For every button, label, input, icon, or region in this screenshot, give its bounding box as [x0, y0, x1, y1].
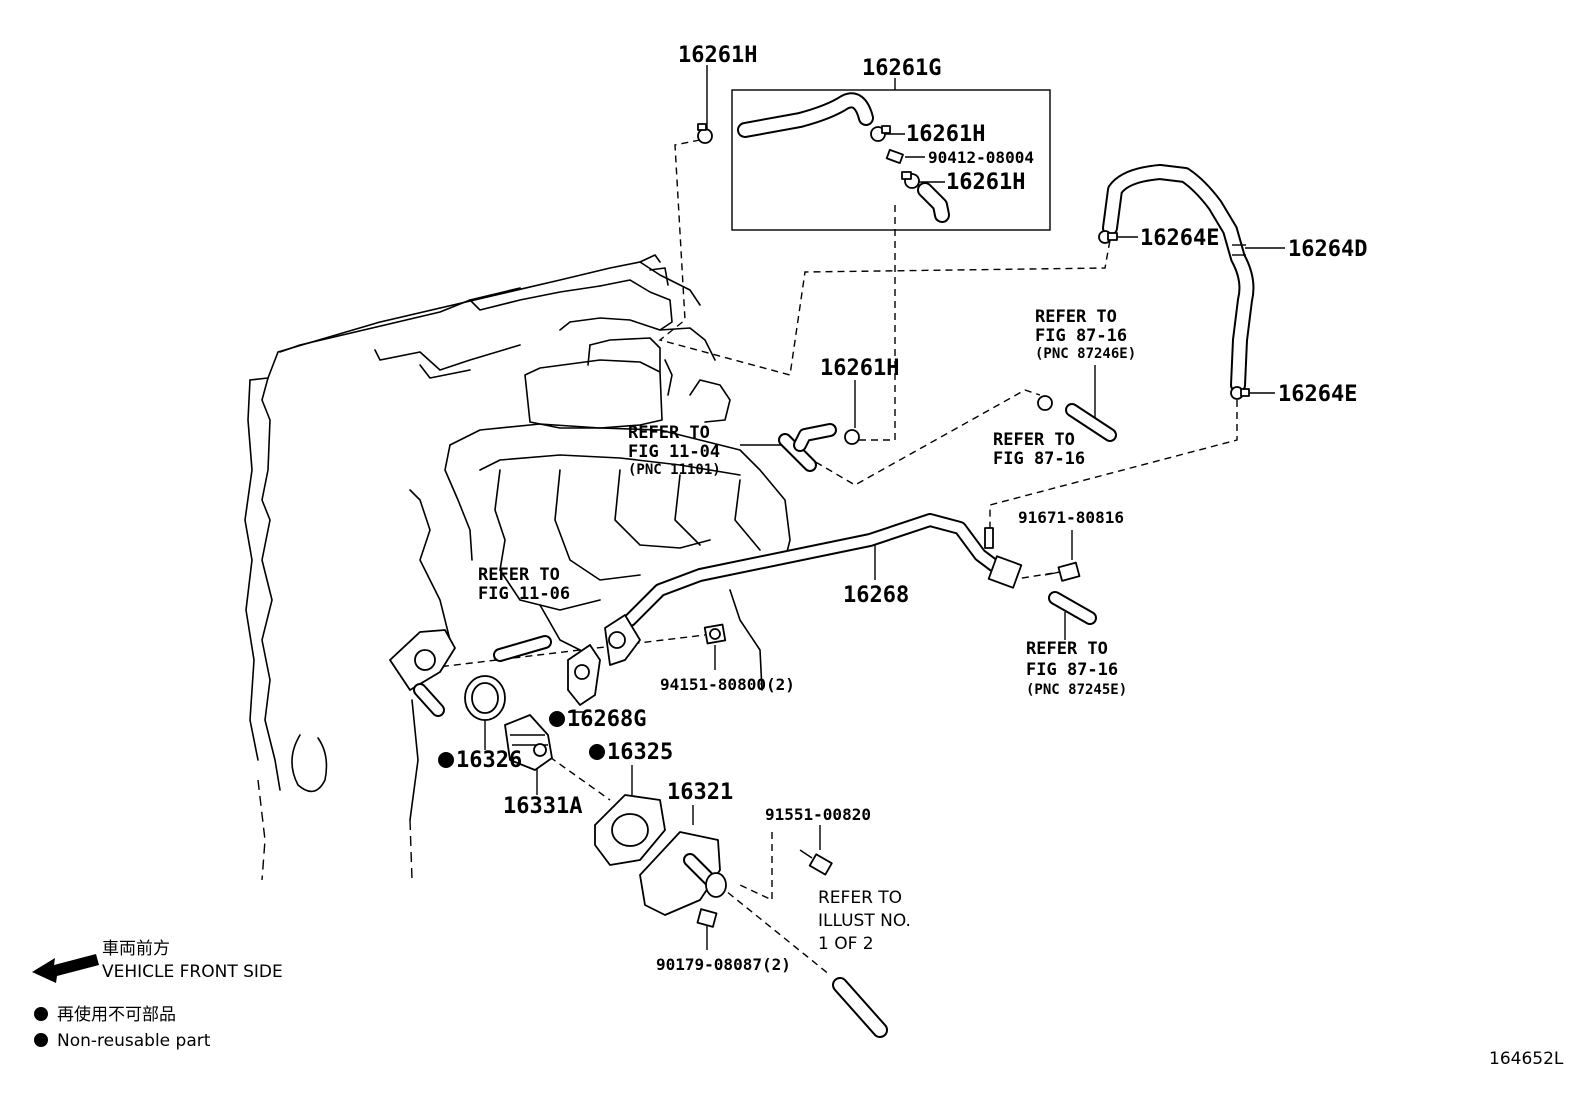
refer-callouts: REFER TO FIG 87-16 (PNC 87246E) REFER TO…	[478, 307, 1136, 954]
front-label-jp: 車両前方	[102, 939, 170, 959]
clamp-16261H-top	[697, 123, 713, 144]
bullet-dot-icon	[549, 711, 565, 727]
refer-line-2: ILLUST NO.	[818, 911, 911, 931]
clamp-16261H-a	[870, 125, 891, 142]
stud-fig1106	[493, 635, 552, 662]
label-16261H-a: 16261H	[906, 122, 985, 147]
water-outlet-left	[389, 629, 456, 717]
nut-90179-08087	[696, 908, 718, 928]
housing-16321	[639, 831, 727, 916]
gasket-16325	[594, 794, 666, 866]
front-label-en: VEHICLE FRONT SIDE	[102, 962, 283, 982]
label-16264D: 16264D	[1288, 237, 1367, 262]
refer-fig-11-06: REFER TO FIG 11-06	[478, 565, 570, 604]
part-labels: 16261H 16261G 16261H 90412-08004 16261H …	[438, 43, 1367, 974]
leader-lines	[429, 65, 1285, 976]
thermostat-16331A	[504, 714, 553, 771]
label-16261H-top: 16261H	[678, 43, 757, 68]
refer-illust: REFER TO ILLUST NO. 1 OF 2	[818, 888, 911, 954]
diagram-id: 164652L	[1489, 1049, 1564, 1069]
refer-line-3: 1 OF 2	[818, 934, 874, 954]
parts	[389, 92, 1255, 1038]
label-91551-00820: 91551-00820	[765, 805, 871, 824]
hose-connector-mid	[778, 423, 860, 472]
refer-line-2: FIG 11-04	[628, 442, 720, 462]
legend: 車両前方 VEHICLE FRONT SIDE 再使用不可部品 Non-reus…	[32, 939, 283, 1051]
bullet-dot-icon	[589, 744, 605, 760]
gasket-16326	[464, 675, 506, 721]
hose-16261G	[737, 92, 950, 223]
refer-line-2: FIG 11-06	[478, 584, 570, 604]
label-16326: 16326	[456, 748, 522, 773]
refer-line-1: REFER TO	[818, 888, 902, 908]
label-16331A: 16331A	[503, 794, 582, 819]
bullet-dot-icon	[34, 1007, 48, 1021]
refer-fig-87-16-b: REFER TO FIG 87-16	[993, 430, 1085, 469]
engine-block-outline	[244, 254, 791, 881]
bullet-dot-icon	[438, 752, 454, 768]
label-16321: 16321	[667, 780, 733, 805]
refer-fig-87-16-c: REFER TO FIG 87-16 (PNC 87245E)	[1026, 639, 1127, 698]
refer-line-3: (PNC 11101)	[628, 462, 721, 478]
label-90412-08004: 90412-08004	[928, 148, 1034, 167]
bullet-dot-icon	[34, 1033, 48, 1047]
refer-line-3: (PNC 87245E)	[1026, 682, 1127, 698]
label-16264E-top: 16264E	[1140, 226, 1219, 251]
label-16325: 16325	[607, 740, 673, 765]
label-16261G: 16261G	[862, 56, 941, 81]
pipe-16268	[604, 513, 1023, 666]
refer-line-1: REFER TO	[1035, 307, 1117, 327]
refer-line-1: REFER TO	[1026, 639, 1108, 659]
clamp-16264E-top	[1098, 230, 1118, 244]
hose-16264D	[1102, 164, 1255, 393]
refer-line-1: REFER TO	[628, 423, 710, 443]
label-16268G: 16268G	[567, 707, 646, 732]
hose-stub-illust	[832, 977, 888, 1038]
arrow-left-icon	[32, 954, 99, 983]
hose-stub-fig8716-a	[1037, 395, 1117, 442]
refer-fig-11-04: REFER TO FIG 11-04 (PNC 11101)	[628, 423, 721, 478]
label-16261H-b: 16261H	[946, 170, 1025, 195]
bolt-90412-08004	[885, 148, 904, 164]
label-16261H-mid: 16261H	[820, 356, 899, 381]
label-94151-80800: 94151-80800(2)	[660, 675, 795, 694]
refer-line-1: REFER TO	[993, 430, 1075, 450]
label-16268: 16268	[843, 583, 909, 608]
gasket-16268G	[567, 644, 601, 706]
refer-line-3: (PNC 87246E)	[1035, 346, 1136, 362]
clamp-16261H-b	[901, 171, 920, 189]
clamp-16264E-bottom	[1230, 386, 1250, 400]
label-90179-08087: 90179-08087(2)	[656, 955, 791, 974]
nut-94151-80800	[703, 623, 727, 645]
refer-line-1: REFER TO	[478, 565, 560, 585]
refer-line-2: FIG 87-16	[1026, 660, 1118, 680]
hose-stub-fig8716-c	[1048, 591, 1097, 625]
bolt-91671-80816	[1044, 561, 1081, 582]
refer-fig-87-16-a: REFER TO FIG 87-16 (PNC 87246E)	[1035, 307, 1136, 362]
label-91671-80816: 91671-80816	[1018, 508, 1124, 527]
refer-line-2: FIG 87-16	[1035, 326, 1127, 346]
label-16264E-bottom: 16264E	[1278, 382, 1357, 407]
refer-line-2: FIG 87-16	[993, 449, 1085, 469]
bolt-91551-00820	[799, 849, 833, 876]
nonreuse-label-en: Non-reusable part	[57, 1031, 211, 1051]
nonreuse-label-jp: 再使用不可部品	[57, 1004, 176, 1025]
